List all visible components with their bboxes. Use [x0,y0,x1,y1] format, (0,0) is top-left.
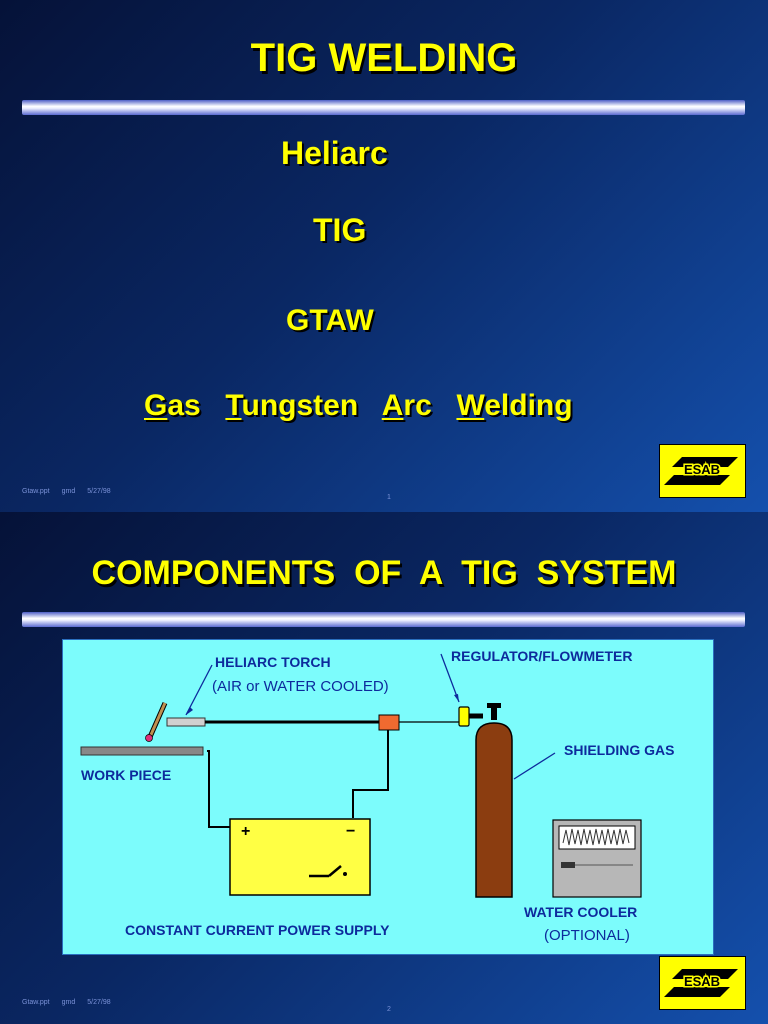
word-welding: Welding [456,389,572,422]
torch-label: HELIARC TORCH [215,654,331,670]
initial-t: T [225,389,242,422]
footer-file: Gtaw.ppt [22,488,50,495]
rest-arc: rc [403,389,432,422]
regulator-icon [458,703,501,727]
slide-footer: Gtaw.ppt gmd 5/27/98 [22,488,123,495]
plus-terminal: + [241,823,250,840]
work-piece-label: WORK PIECE [81,767,172,783]
word-tungsten: Tungsten [225,389,358,422]
footer-date: 5/27/98 [87,999,111,1006]
word-arc: Arc [382,389,432,422]
connector-block [378,714,400,731]
torch-sublabel: (AIR or WATER COOLED) [212,678,389,695]
gas-leader [513,752,556,780]
logo-text: ESAB [684,974,720,989]
regulator-leader [440,653,460,703]
work-piece-plate [80,746,204,756]
slide-2: COMPONENTS OF A TIG SYSTEM [0,512,768,1024]
rest-welding: elding [484,389,573,422]
torch-icon [145,701,206,742]
page-number: 2 [387,1006,391,1013]
slide-footer: Gtaw.ppt gmd 5/27/98 [22,999,123,1006]
rest-gas: as [167,389,201,422]
esab-logo: ESAB [659,956,746,1010]
minus-terminal: − [346,823,355,840]
title-divider [22,612,745,627]
water-cooler-sublabel: (OPTIONAL) [544,927,630,944]
footer-file: Gtaw.ppt [22,999,50,1006]
slide-title: COMPONENTS OF A TIG SYSTEM [91,554,677,592]
tig-system-diagram: + − [62,639,714,955]
term-tig: TIG [313,212,367,248]
footer-date: 5/27/98 [87,488,111,495]
power-supply-box [229,818,371,896]
initial-g: G [144,389,168,422]
term-gtaw: GTAW [286,304,374,337]
slide-1: TIG WELDING Heliarc TIG GTAW Gas Tungste… [0,0,768,512]
torch-leader [185,664,213,716]
power-supply-label: CONSTANT CURRENT POWER SUPPLY [125,922,390,938]
shielding-gas-label: SHIELDING GAS [564,742,675,758]
title-divider [22,100,745,115]
logo-text: ESAB [684,462,720,477]
esab-logo: ESAB [659,444,746,498]
word-gas: Gas [144,389,201,422]
switch-icon [309,865,347,878]
initial-w: W [456,389,485,422]
footer-author: gmd [61,999,76,1006]
footer-author: gmd [61,488,76,495]
water-cooler-icon [552,819,642,898]
gas-cylinder-icon [475,722,513,898]
page-number: 1 [387,494,391,501]
ground-cable [207,750,230,828]
gtaw-expansion: Gas Tungsten Arc Welding [144,389,573,423]
initial-a: A [381,389,404,422]
term-heliarc: Heliarc [281,135,388,171]
rest-tungsten: ungsten [241,389,359,422]
power-cable [352,730,389,818]
slide-title: TIG WELDING [250,36,518,80]
regulator-label: REGULATOR/FLOWMETER [451,648,633,664]
water-cooler-label: WATER COOLER [524,904,638,920]
